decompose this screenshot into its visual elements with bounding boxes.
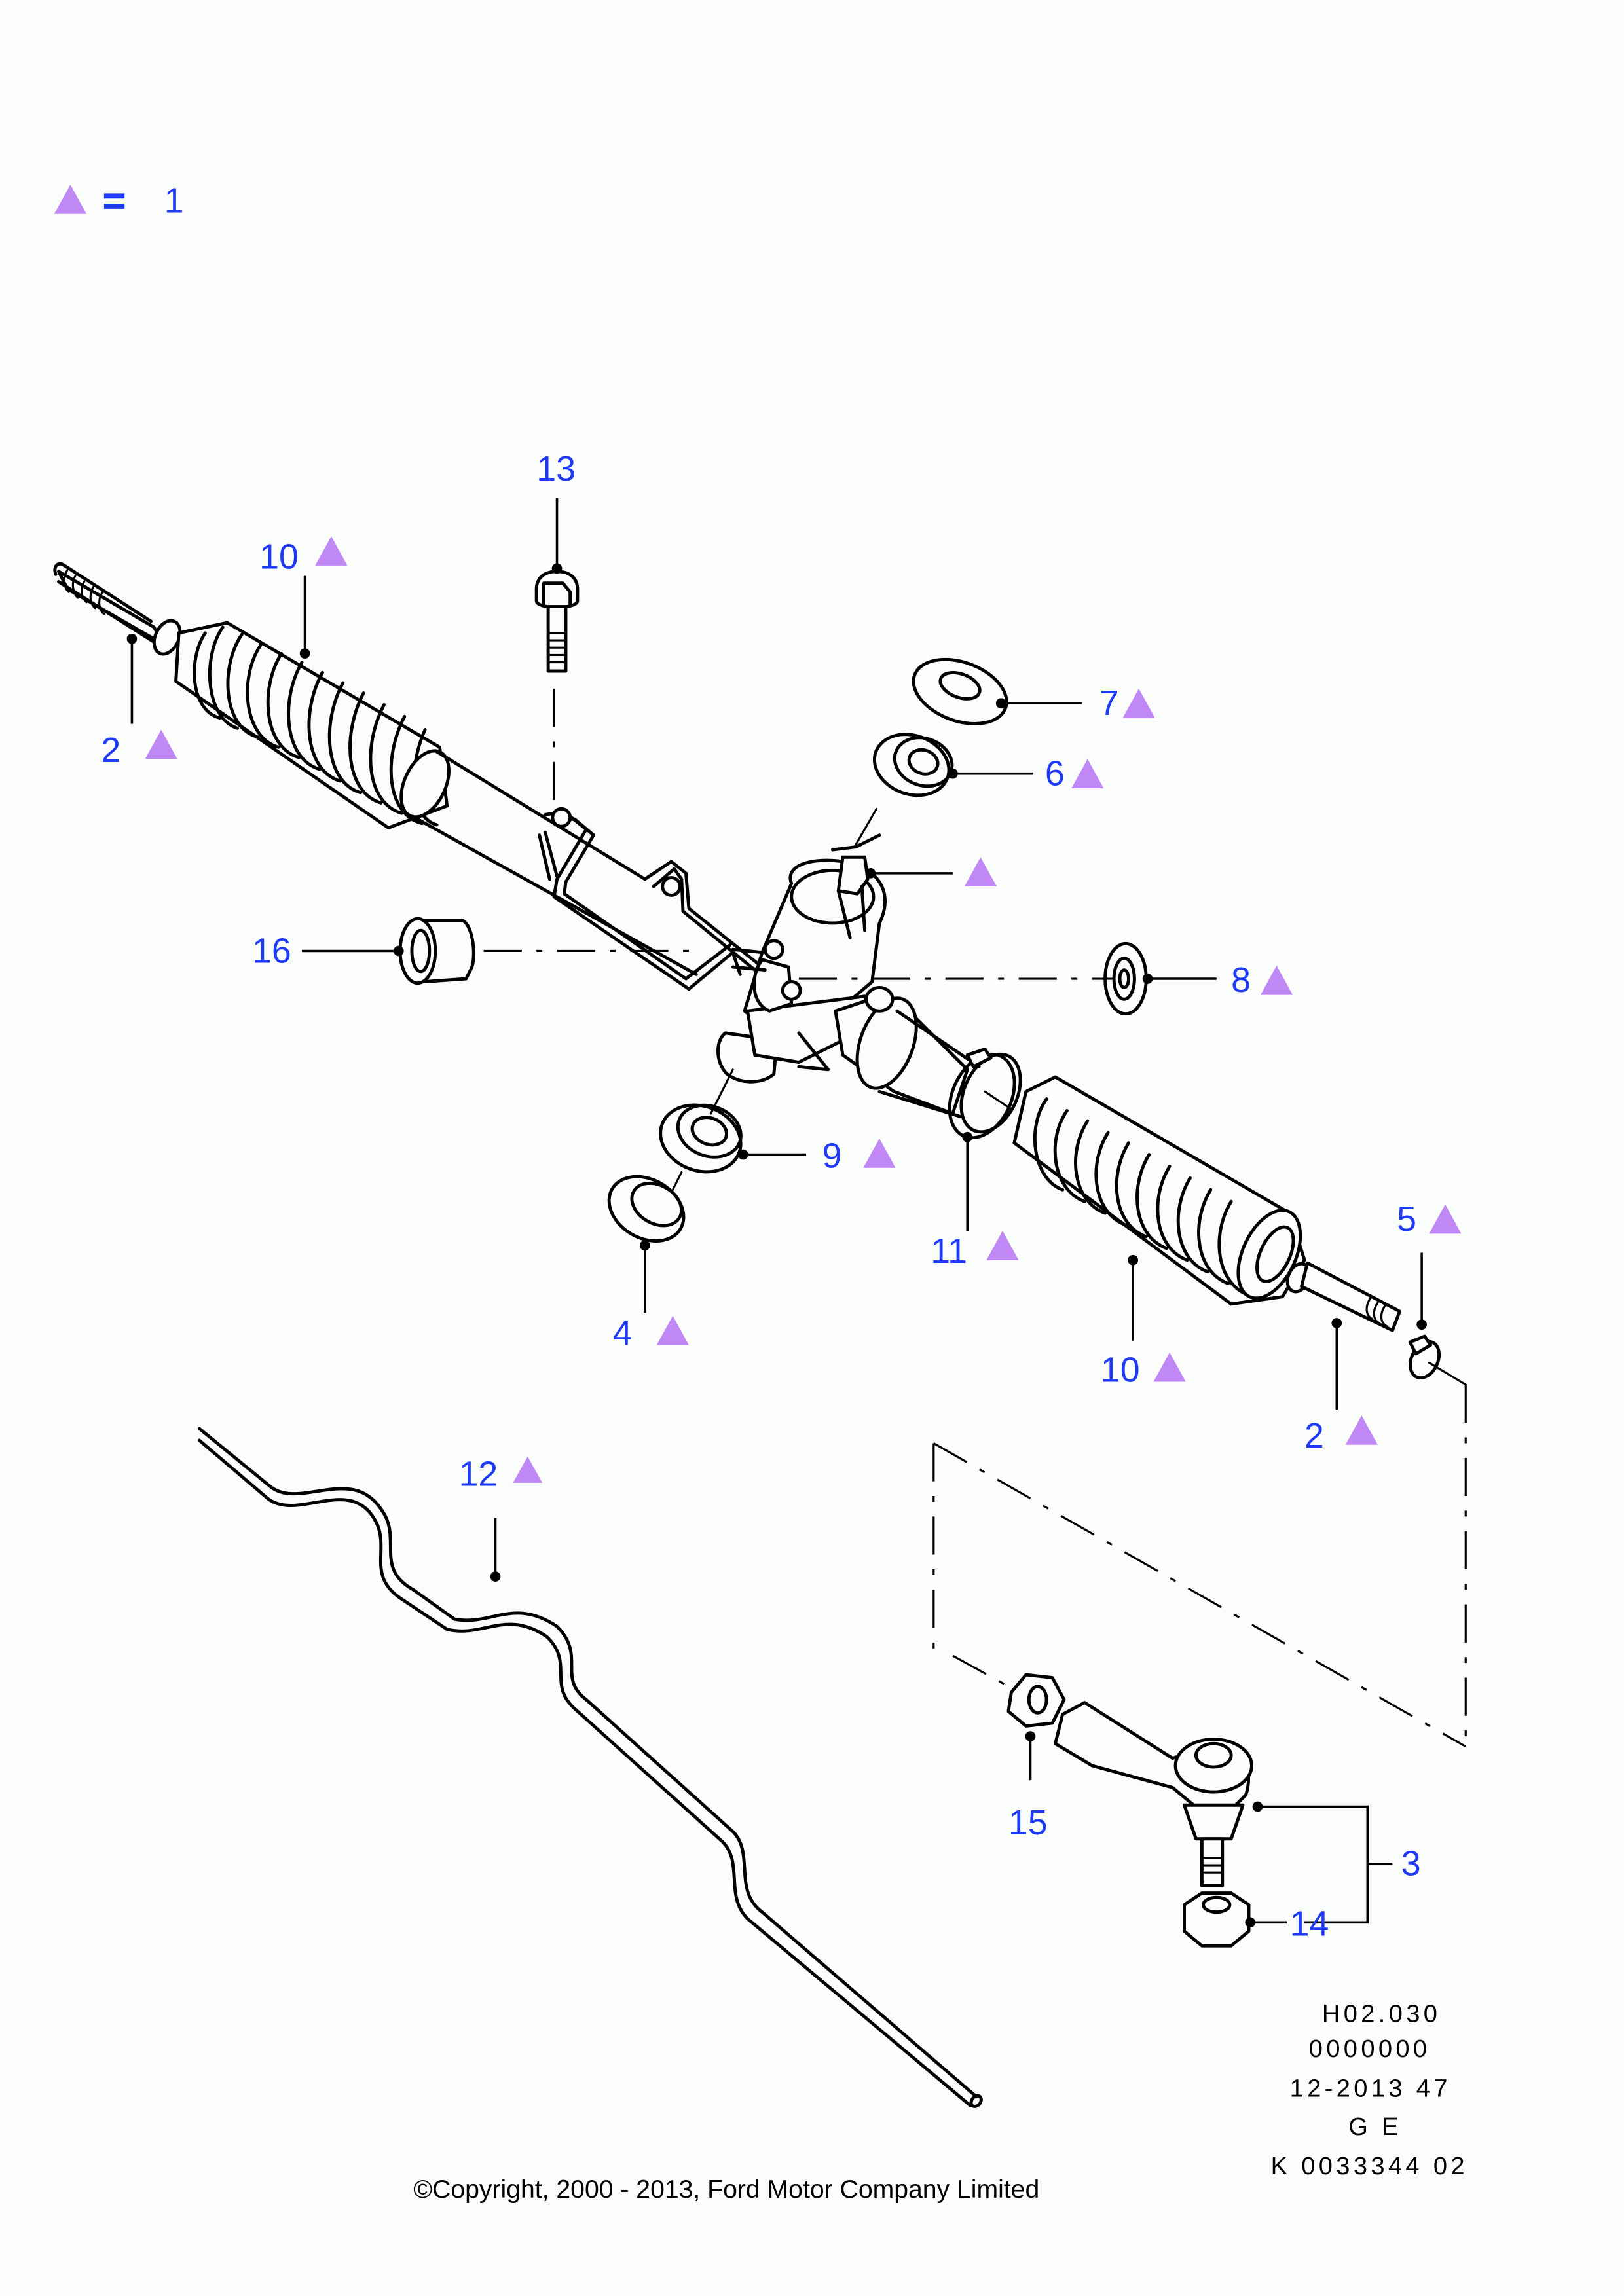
callout-label: 9	[822, 1137, 842, 1176]
callout-label: 11	[931, 1231, 967, 1271]
callout-2-left[interactable]: 2	[101, 633, 177, 770]
lock-nut	[1006, 1673, 1066, 1728]
callout-11[interactable]: 11	[931, 1131, 1019, 1271]
callout-10-left[interactable]: 10	[259, 536, 348, 659]
fluid-lines-on-rack	[538, 807, 764, 991]
triangle-icon	[863, 1138, 896, 1168]
triangle-icon	[1345, 1415, 1378, 1445]
inner-tie-rod-left	[53, 562, 182, 656]
callout-label: 6	[1045, 754, 1065, 793]
clamp	[1408, 1334, 1441, 1380]
triangle-icon	[964, 857, 997, 887]
triangle-icon	[54, 184, 87, 214]
clip	[948, 1047, 1022, 1140]
callout-10-right[interactable]: 10	[1101, 1254, 1186, 1390]
bolt	[534, 570, 580, 673]
reference-date: 12-2013 47	[1290, 2075, 1451, 2103]
callout-6[interactable]: 6	[948, 754, 1104, 793]
assembly-dashed-box	[932, 1361, 1467, 1748]
tie-rod-end	[1054, 1701, 1253, 1887]
triangle-icon	[315, 536, 348, 566]
legend: 1	[54, 181, 184, 221]
callout-7[interactable]: 7	[995, 683, 1155, 723]
callout-label: 14	[1290, 1904, 1329, 1943]
pinion-valve-housing	[716, 833, 887, 1084]
callout-label: 2	[1304, 1416, 1324, 1455]
callout-label: 5	[1397, 1199, 1416, 1239]
callout-label: 2	[101, 731, 120, 770]
bearing-upper	[872, 733, 954, 797]
callout-label: 13	[536, 449, 576, 488]
callout-2-right[interactable]: 2	[1304, 1318, 1378, 1455]
triangle-icon	[1260, 965, 1293, 995]
equals-sign-bar	[103, 204, 125, 209]
reference-lang: G E	[1348, 2113, 1402, 2141]
seal-lower	[607, 1175, 686, 1243]
triangle-icon	[1153, 1352, 1186, 1382]
inner-tie-rod-right	[1285, 1261, 1402, 1332]
callout-3[interactable]: 3	[1252, 1801, 1421, 1924]
callout-label: 10	[1101, 1350, 1140, 1389]
bellows-boot-right	[1012, 1075, 1306, 1306]
equals-sign	[103, 193, 125, 199]
callout-label: 10	[259, 537, 299, 576]
callout-label: 16	[252, 931, 291, 970]
callout-15[interactable]: 15	[1008, 1731, 1048, 1842]
document-id: K 0033344 02	[1271, 2153, 1468, 2180]
callout-label: 15	[1008, 1803, 1048, 1842]
callout-label: 3	[1401, 1844, 1421, 1884]
callout-14[interactable]: 14	[1245, 1904, 1329, 1943]
triangle-icon	[1122, 688, 1155, 718]
copyright-notice: ©Copyright, 2000 - 2013, Ford Motor Comp…	[413, 2176, 1039, 2204]
mounting-bush	[398, 917, 475, 985]
triangle-icon	[1429, 1204, 1462, 1234]
callout-8[interactable]: 8	[1142, 960, 1293, 1000]
callout-4[interactable]: 4	[613, 1240, 689, 1353]
triangle-icon	[1071, 759, 1104, 789]
callout-label: 7	[1099, 683, 1119, 723]
callout-12[interactable]: 12	[459, 1454, 543, 1582]
triangle-icon	[986, 1230, 1019, 1260]
callout-5[interactable]: 5	[1397, 1199, 1462, 1330]
triangle-icon	[513, 1456, 543, 1483]
triangle-icon	[145, 729, 177, 759]
callout-16[interactable]: 16	[252, 931, 404, 970]
bearing-axis	[853, 807, 878, 848]
triangle-icon	[656, 1315, 689, 1345]
callout-9[interactable]: 9	[737, 1137, 896, 1176]
callout-label: 12	[459, 1454, 498, 1493]
legend-value: 1	[164, 181, 184, 221]
bellows-boot-left	[174, 621, 449, 829]
callout-13[interactable]: 13	[536, 449, 576, 574]
rack-assembly	[53, 562, 1441, 1380]
reference-line-2: 0000000	[1309, 2035, 1431, 2063]
bearing-lower	[659, 1103, 743, 1174]
callout-label: 8	[1231, 960, 1251, 1000]
fluid-pipe	[197, 1427, 983, 2108]
diagram-code: H02.030	[1322, 2000, 1441, 2028]
reference-block: H02.030 0000000 12-2013 47 G E K 0033344…	[1271, 2000, 1468, 2180]
castle-nut	[1183, 1891, 1251, 1948]
seal	[1103, 941, 1148, 1016]
rack-tube-right	[834, 985, 981, 1118]
callout-pinion[interactable]	[865, 857, 997, 887]
rack-tube-left	[399, 749, 698, 976]
callout-label: 4	[613, 1314, 633, 1353]
washer	[912, 657, 1008, 725]
